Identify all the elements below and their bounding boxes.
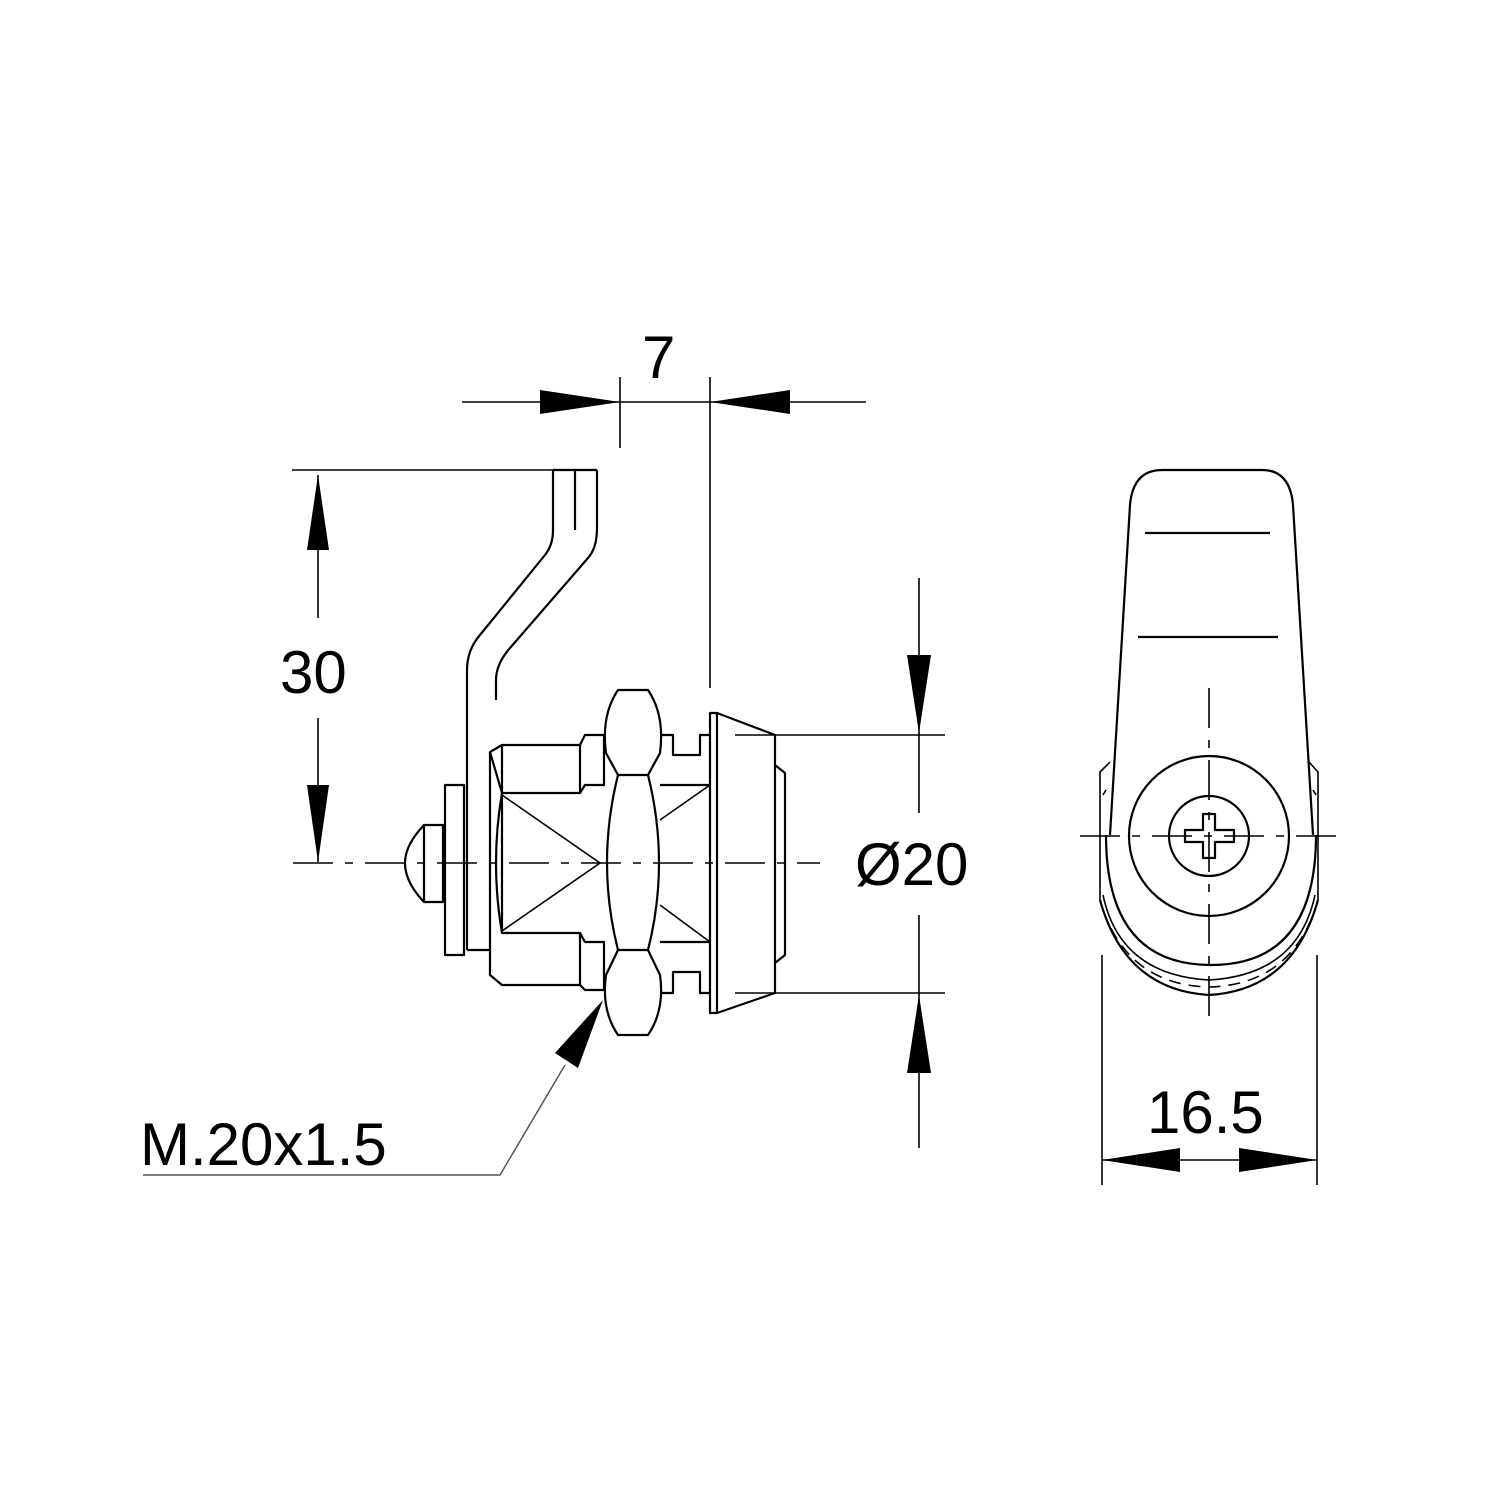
dim-body-diameter [775,578,945,1148]
dim-front-width [1101,955,1318,1185]
hex-nut [603,688,663,1037]
dim-thread-leader [143,1000,603,1176]
front-view [1080,468,1345,1020]
cam-tongue [465,468,599,952]
dim-label-thread: M.20x1.5 [140,1111,387,1178]
dim-label-width: 16.5 [1147,1079,1264,1146]
dim-label-diameter: Ø20 [855,831,968,898]
dim-label-7: 7 [642,324,675,391]
phillips-cross-icon [1183,812,1236,860]
dim-cam-offset [462,377,866,688]
dim-cam-height [292,469,570,862]
front-bezel [708,711,787,1015]
screw-stud [403,783,466,957]
side-view [293,468,820,1037]
dim-label-30: 30 [280,639,347,706]
threaded-shaft [659,733,711,995]
